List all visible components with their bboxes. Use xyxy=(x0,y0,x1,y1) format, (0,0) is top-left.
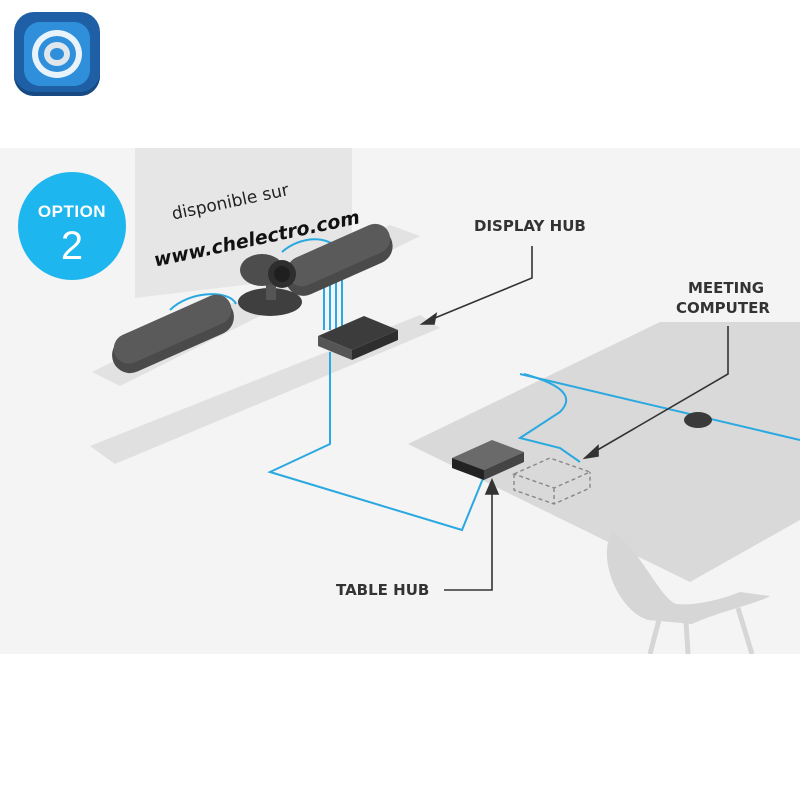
speaker-left xyxy=(112,294,234,374)
option-number: 2 xyxy=(60,224,84,268)
cable-computer xyxy=(517,373,581,463)
camera xyxy=(238,254,302,316)
cable-left-speaker xyxy=(169,293,237,311)
chair xyxy=(606,532,770,654)
meeting-computer-arrow xyxy=(593,326,729,453)
app-logo-icon xyxy=(14,12,100,96)
table-hub-device xyxy=(452,440,524,480)
display-hub-label: DISPLAY HUB xyxy=(474,217,586,235)
speaker-right xyxy=(285,223,393,296)
room-diagram xyxy=(0,148,800,654)
display-hub-arrow xyxy=(429,246,533,321)
meeting-computer-label-line2: COMPUTER xyxy=(676,299,770,317)
meeting-table xyxy=(408,322,800,582)
room-illustration xyxy=(90,148,800,654)
option-badge: OPTION 2 xyxy=(18,172,126,280)
cable-display-to-table xyxy=(267,352,485,532)
display-hub-device xyxy=(318,316,398,360)
table-hub-label: TABLE HUB xyxy=(336,581,430,599)
option-word: OPTION xyxy=(37,202,107,221)
table-grommet xyxy=(684,412,712,428)
meeting-computer-label-line1: MEETING xyxy=(688,279,765,297)
table-hub-arrow xyxy=(444,490,493,591)
meeting-computer-outline xyxy=(512,457,592,505)
cable-table-run xyxy=(519,373,800,441)
